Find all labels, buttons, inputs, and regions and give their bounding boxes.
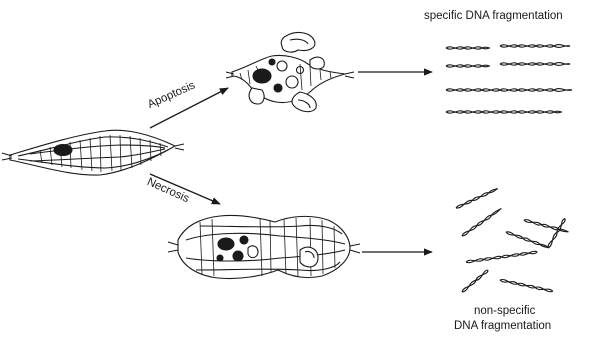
nucleus-icon	[54, 145, 72, 156]
dna-fragment-icon	[461, 208, 502, 237]
dna-fragment-icon	[446, 111, 562, 113]
normal-cell	[2, 130, 184, 175]
dna-fragment-icon	[461, 269, 489, 293]
specific-fragmentation-label: specific DNA fragmentation	[424, 10, 563, 22]
dna-fragment-icon	[446, 47, 490, 49]
dna-fragment-icon	[500, 45, 570, 48]
necrotic-cell	[168, 215, 360, 278]
nonspecific-dna-fragments	[456, 188, 569, 293]
specific-dna-fragments	[446, 45, 572, 114]
nonspecific-label-line1: non-specific	[474, 305, 535, 317]
dna-fragment-icon	[446, 89, 572, 92]
dna-fragment-icon	[506, 231, 550, 249]
dna-fragment-icon	[446, 65, 490, 67]
dna-fragment-icon	[500, 279, 553, 292]
apoptotic-cell	[226, 33, 354, 112]
dna-fragment-icon	[456, 188, 499, 210]
dna-fragment-icon	[547, 218, 566, 249]
dna-fragment-icon	[500, 63, 570, 66]
dna-fragment-icon	[466, 251, 538, 263]
nonspecific-label-line2: DNA fragmentation	[454, 320, 551, 332]
